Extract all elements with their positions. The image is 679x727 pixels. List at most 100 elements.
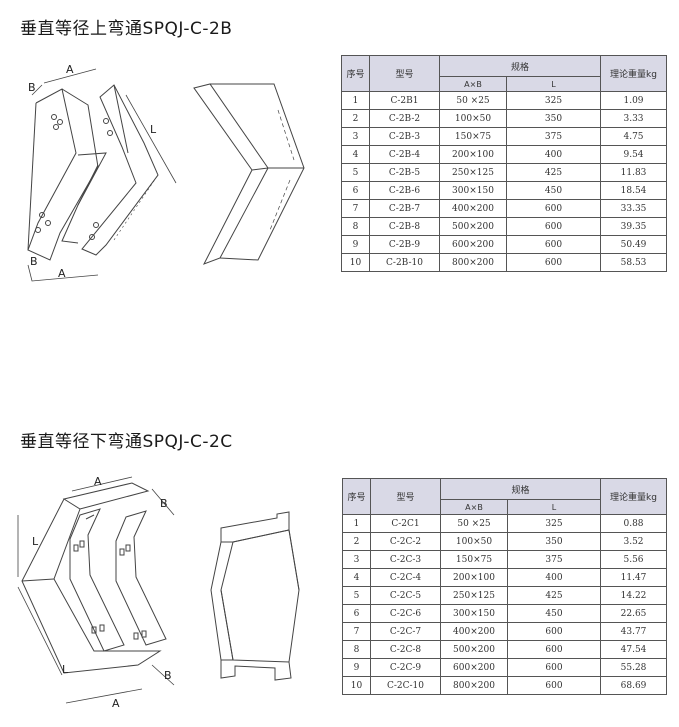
cell-weight: 55.28 [600, 658, 668, 677]
cell-weight: 0.88 [600, 514, 668, 533]
cell-axb: 400×200 [440, 622, 508, 641]
cell-seq: 5 [341, 163, 370, 182]
cell-weight: 11.83 [600, 163, 668, 182]
dim-label-a-bottom: A [58, 267, 66, 280]
cell-weight: 4.75 [600, 127, 668, 146]
cell-l: 425 [506, 586, 602, 605]
cell-seq: 10 [342, 676, 371, 695]
cell-weight: 22.65 [600, 604, 668, 623]
dim-label-a-bottom: A [112, 697, 120, 710]
cell-model: C-2C-10 [370, 676, 441, 695]
header-model: 型号 [369, 55, 440, 92]
cell-l: 350 [506, 532, 602, 551]
cell-model: C-2C-7 [370, 622, 441, 641]
cell-l: 600 [506, 622, 602, 641]
cell-l: 600 [506, 640, 602, 659]
cell-l: 600 [506, 676, 602, 695]
section-title-upper-bend: 垂直等径上弯通SPQJ-C-2B [20, 19, 233, 39]
cell-seq: 4 [342, 568, 371, 587]
lower-bend-assembled-drawing [210, 511, 300, 681]
cell-axb: 100×50 [440, 532, 508, 551]
cell-axb: 600×200 [440, 658, 508, 677]
cell-model: C-2B-7 [369, 199, 440, 218]
cell-axb: 150×75 [439, 127, 507, 146]
header-weight: 理论重量kg [600, 478, 668, 515]
cell-seq: 3 [341, 127, 370, 146]
cell-axb: 500×200 [440, 640, 508, 659]
cell-seq: 6 [341, 181, 370, 200]
cell-model: C-2C-8 [370, 640, 441, 659]
cell-l: 600 [506, 658, 602, 677]
cell-seq: 9 [341, 235, 370, 254]
dim-label-l-bottom: L [62, 663, 69, 676]
dim-label-b-bottom: B [164, 669, 172, 682]
cell-weight: 47.54 [600, 640, 668, 659]
cell-axb: 100×50 [439, 109, 507, 128]
cell-l: 325 [505, 91, 602, 110]
dim-label-b-top: B [28, 81, 36, 94]
cell-weight: 50.49 [600, 235, 668, 254]
cell-axb: 250×125 [440, 586, 508, 605]
cell-axb: 600×200 [439, 235, 507, 254]
cell-model: C-2C-4 [370, 568, 441, 587]
upper-bend-exploded-drawing: A B L B A [27, 63, 177, 282]
cell-axb: 800×200 [439, 253, 507, 272]
cell-l: 350 [505, 109, 602, 128]
cell-axb: 800×200 [440, 676, 508, 695]
cell-seq: 2 [341, 109, 370, 128]
cell-axb: 300×150 [439, 181, 507, 200]
dim-label-a-top: A [94, 475, 102, 488]
dim-label-l: L [150, 123, 157, 136]
cell-seq: 8 [341, 217, 370, 236]
cell-model: C-2C-6 [370, 604, 441, 623]
cell-l: 375 [506, 550, 602, 569]
cell-weight: 1.09 [600, 91, 668, 110]
cell-axb: 200×100 [439, 145, 507, 164]
cell-l: 425 [505, 163, 602, 182]
section-title-lower-bend: 垂直等径下弯通SPQJ-C-2C [20, 432, 233, 452]
header-axb: A×B [440, 499, 508, 515]
cell-axb: 250×125 [439, 163, 507, 182]
cell-axb: 300×150 [440, 604, 508, 623]
cell-model: C-2B-6 [369, 181, 440, 200]
cell-model: C-2C-9 [370, 658, 441, 677]
header-model: 型号 [370, 478, 441, 515]
cell-model: C-2B-5 [369, 163, 440, 182]
cell-seq: 4 [341, 145, 370, 164]
cell-model: C-2C1 [370, 514, 441, 533]
cell-l: 600 [505, 217, 602, 236]
cell-l: 600 [505, 235, 602, 254]
cell-l: 400 [506, 568, 602, 587]
cell-model: C-2B-4 [369, 145, 440, 164]
header-weight: 理论重量kg [600, 55, 668, 92]
cell-axb: 50 ×25 [439, 91, 507, 110]
cell-l: 600 [505, 253, 602, 272]
cell-weight: 9.54 [600, 145, 668, 164]
cell-weight: 68.69 [600, 676, 668, 695]
header-axb: A×B [439, 76, 507, 92]
cell-axb: 50 ×25 [440, 514, 508, 533]
cell-seq: 9 [342, 658, 371, 677]
dim-label-b-bottom: B [30, 255, 38, 268]
cell-l: 600 [505, 199, 602, 218]
cell-axb: 400×200 [439, 199, 507, 218]
cell-weight: 5.56 [600, 550, 668, 569]
cell-weight: 18.54 [600, 181, 668, 200]
cell-model: C-2C-2 [370, 532, 441, 551]
header-spec: 规格 [438, 55, 602, 77]
cell-model: C-2B-3 [369, 127, 440, 146]
